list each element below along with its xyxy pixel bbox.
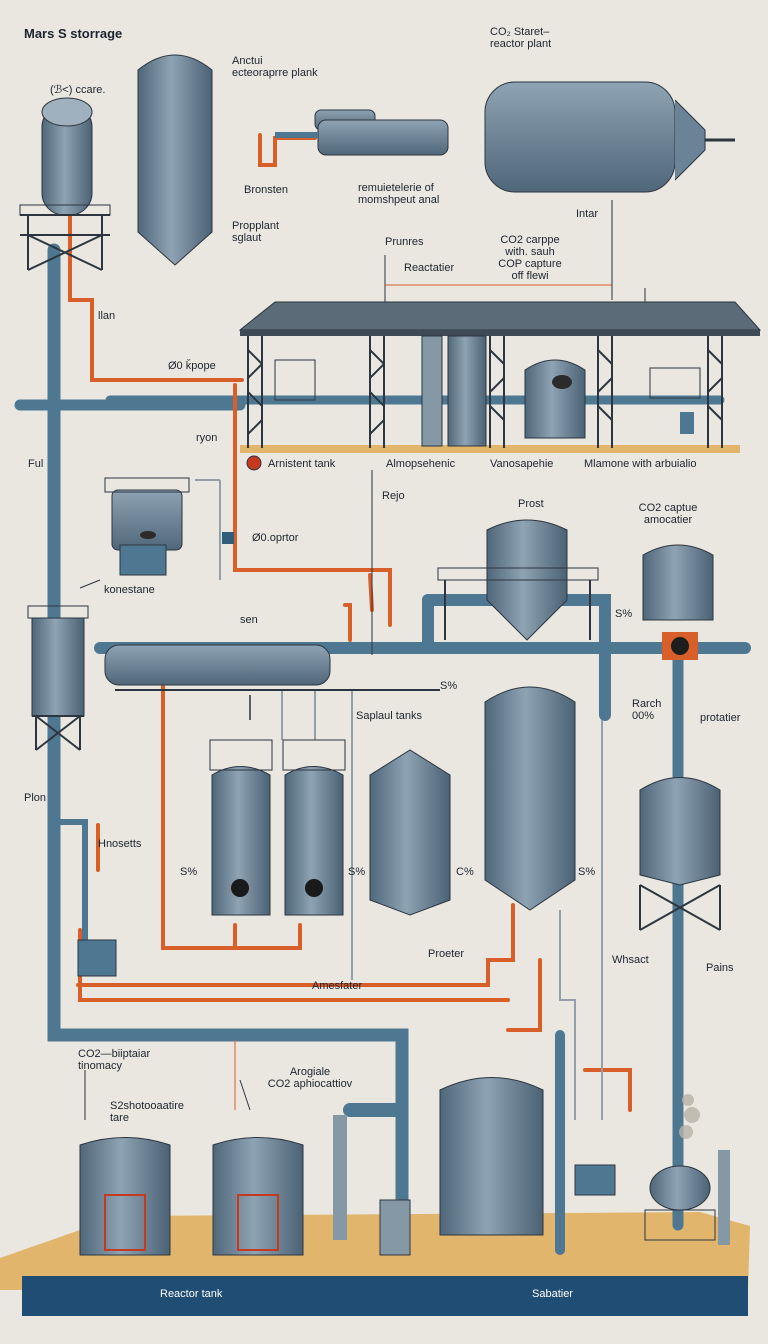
prost-label: Prost [518,498,544,510]
left-tank [27,605,89,751]
sensor-box [222,532,234,544]
pump-box [77,939,117,977]
anctui-label: Anctui ecteoraprre plank [232,55,318,79]
s-pct-label-right: S% [615,608,633,620]
s-pct-label-2: S% [180,866,198,878]
water-band [22,1276,748,1316]
plon-label: Plon [24,792,47,804]
co2-captue-label: CO2 captue amocatier [638,502,698,526]
silo-top [137,54,213,266]
remuiet-label: remuietelerie of momshpeut anal [358,182,440,206]
reactor-tank-label: Reactor tank [160,1288,223,1300]
horizontal-tank [484,81,735,193]
oprtor-label: Ø0.oprtor [252,532,299,544]
plant-building [238,301,762,453]
konestane-label: konestane [104,584,155,596]
oope-label: Ø0 ǩpope [168,360,216,372]
elevated-cone-tank [639,777,721,931]
saplaul-tanks-label: Saplaul tanks [356,710,423,722]
amesfater-label: Amesfater [312,980,363,992]
cocare-label: (ℬ<) ccare. [50,84,106,96]
compressor-unit [104,477,190,576]
llan-label: llan [98,310,116,322]
ful-label: Ful [28,458,44,470]
reactatier-label: Reactatier [404,262,455,274]
s-pct-label-4: S% [578,866,596,878]
intar-label: Intar [576,208,599,220]
arnistent-tank-label: Arnistent tank [268,458,336,470]
horizontal-drum [104,644,440,720]
whsact-label: Whsact [612,954,649,966]
propplant-label: Propplant sglaut [232,220,280,244]
heater-pipe [275,109,449,156]
title-label: Mars S storrage [24,26,123,41]
saplaul-tanks [209,686,576,916]
annotation-lines [79,200,646,1120]
s-pct-label-3: S% [348,866,366,878]
c-pct-label: C% [456,866,474,878]
prunres-label: Prunres [385,236,424,248]
thin-grey-pipes [195,479,603,1120]
sen-label: sen [240,614,258,626]
porthole-icon [671,637,689,655]
co2-carppe-label: CO2 carppe with. sauh COP capture off fl… [498,234,562,282]
vanosapehie-label: Vanosapehie [490,458,554,470]
tower-left [19,97,111,271]
mlamone-label: Mlamone with arbuialio [584,458,697,470]
co2-start-label: CO₂ Staret– reactor plant [490,26,552,50]
co2-capture-tank [642,544,714,660]
ryon-label: ryon [196,432,218,444]
co2-biptaiar-label: CO2—biiptaiar tinomacy [78,1048,151,1072]
steam-plume-icon [679,1094,700,1139]
red-valve-icon[interactable] [246,455,262,471]
s-pct-label-1: S% [440,680,458,692]
bronsten-label: Bronsten [244,184,289,196]
hnosetts-label: Hnosetts [98,838,142,850]
proeter-label: Proeter [428,948,465,960]
protatier-label: protatier [700,712,741,724]
cone-tank-prost [437,519,599,641]
rejo-label: Rejo [382,490,405,502]
arogiale-label: Arogiale CO2 aphiocattiov [267,1066,353,1090]
s2sh-label: S2shotooaatire tare [110,1100,184,1124]
bottom-tanks [79,1077,730,1256]
almopsehenic-label: Almopsehenic [386,458,456,470]
rarch-label: Rarch 00% [632,698,662,722]
sabatier-label: Sabatier [532,1288,573,1300]
pains-label: Pains [706,962,734,974]
